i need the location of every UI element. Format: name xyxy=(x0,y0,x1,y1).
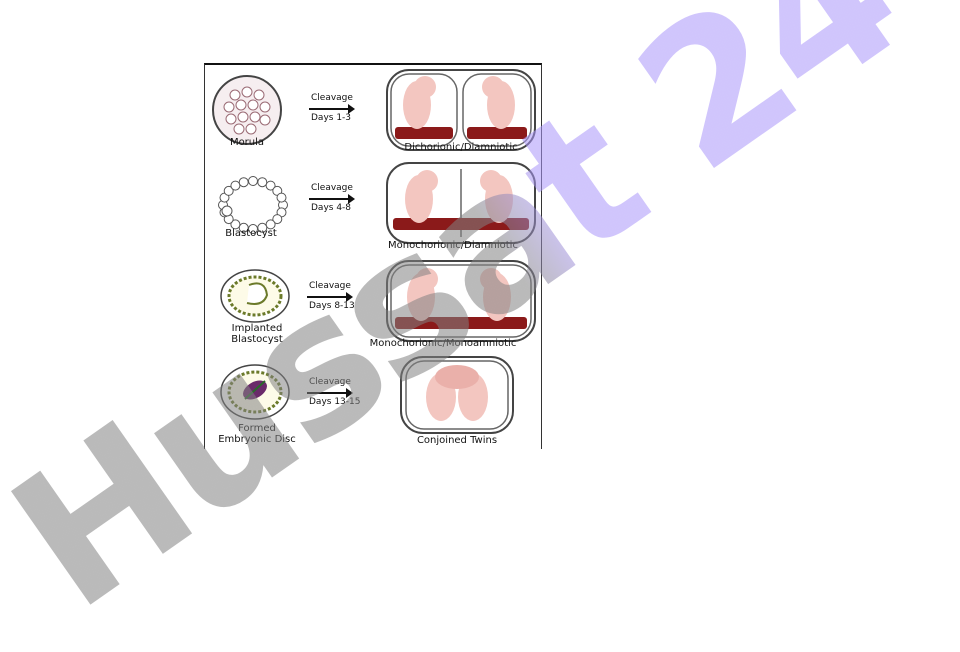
arrow-right-icon xyxy=(309,194,355,204)
days-label-2: Days 4-8 xyxy=(311,203,352,213)
blastocyst-cell xyxy=(238,177,249,188)
blastocyst-cell xyxy=(272,214,283,225)
diagram-drawing xyxy=(212,69,536,434)
cleavage-label-2: Cleavage xyxy=(311,183,353,193)
label-blastocyst: Blastocyst xyxy=(225,228,277,239)
monochorionic-diamniotic-icon xyxy=(386,162,536,244)
outcome-label-4: Conjoined Twins xyxy=(416,435,498,446)
blastocyst-cell xyxy=(265,180,276,191)
blastocyst-cell xyxy=(265,219,276,230)
outcome-label-2: Monochorionic/Diamniotic xyxy=(388,240,518,251)
inner-cell-mass xyxy=(221,205,233,217)
outcome-label-1: Dichorionic/Diamniotic xyxy=(404,142,518,153)
morula-icon xyxy=(212,75,282,145)
dichorionic-diamniotic-icon xyxy=(386,69,536,151)
blastocyst-cell xyxy=(276,192,287,203)
days-label-3: Days 8-13 xyxy=(309,301,355,311)
implanted-blastocyst-icon xyxy=(220,269,290,323)
twinning-diagram: Morula Cleavage Days 1-3 Dichorionic/Dia… xyxy=(204,63,542,449)
label-morula: Morula xyxy=(229,137,265,148)
monochorionic-monoamniotic-icon xyxy=(386,260,536,342)
label-formed-embryonic-disc: Formed Embryonic Disc xyxy=(218,423,296,445)
cleavage-label-1: Cleavage xyxy=(311,93,353,103)
blastocyst-cell xyxy=(257,177,268,188)
blastocyst-cell xyxy=(230,180,241,191)
label-implanted-blastocyst: Implanted Blastocyst xyxy=(231,323,283,345)
blastocyst-ring xyxy=(218,176,288,234)
days-label-4: Days 13-15 xyxy=(309,397,361,407)
blastocyst-cell xyxy=(230,219,241,230)
outcome-label-3: Monochorionic/Monoamniotic xyxy=(369,338,517,349)
blastocyst-cell xyxy=(223,185,234,196)
cleavage-label-4: Cleavage xyxy=(309,377,351,387)
cleavage-label-3: Cleavage xyxy=(309,281,351,291)
embryonic-disc-icon xyxy=(220,364,290,420)
arrow-right-icon xyxy=(307,292,353,302)
blastocyst-cell xyxy=(238,222,249,233)
blastocyst-cell xyxy=(248,176,258,186)
days-label-1: Days 1-3 xyxy=(311,113,352,123)
conjoined-twins-icon xyxy=(400,356,514,434)
arrow-right-icon xyxy=(309,104,355,114)
arrow-right-icon xyxy=(307,388,353,398)
